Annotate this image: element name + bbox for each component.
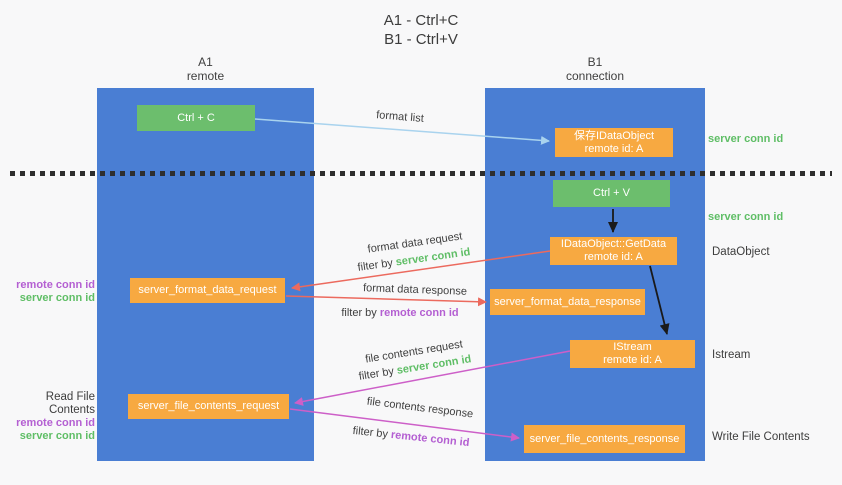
dotted-separator: [10, 171, 832, 176]
diagram-title: A1 - Ctrl+C B1 - Ctrl+V: [0, 11, 842, 49]
node-getdata: IDataObject::GetData remote id: A: [550, 237, 677, 265]
node-ctrl-c: Ctrl + C: [137, 105, 255, 131]
title-line-2: B1 - Ctrl+V: [384, 31, 458, 48]
node-getdata-line1: IDataObject::GetData: [560, 238, 667, 250]
annotation-server-conn-id-mid: server conn id: [708, 211, 784, 223]
node-format-request-label: server_format_data_request: [138, 284, 277, 296]
lane-b1-name: B1: [587, 55, 603, 69]
lane-a1-subtitle: remote: [186, 69, 225, 83]
node-istream-line1: IStream: [613, 341, 652, 353]
annotation-group-conn-ids-top: remote conn id server conn id: [0, 279, 95, 305]
node-ctrl-v: Ctrl + V: [553, 180, 670, 207]
node-server-file-contents-response: server_file_contents_response: [524, 425, 685, 453]
lane-b1-subtitle: connection: [565, 69, 625, 83]
edge-label-file-contents-response: file contents response: [366, 395, 474, 421]
lane-header-a1: A1 remote: [97, 55, 314, 83]
edge-label-format-data-response: format data response: [362, 282, 468, 298]
node-server-file-contents-request: server_file_contents_request: [128, 394, 289, 419]
node-istream-line2: remote id: A: [603, 354, 662, 366]
node-ctrl-v-label: Ctrl + V: [593, 187, 630, 199]
filter-prefix: filter by: [356, 257, 394, 274]
edge-label-format-list: format list: [375, 109, 425, 125]
annotation-group-read-file: Read File Contents remote conn id server…: [0, 391, 95, 443]
annotation-dataobject: DataObject: [712, 246, 770, 258]
node-ctrl-c-label: Ctrl + C: [177, 111, 215, 124]
annotation-server-conn-id-top: server conn id: [708, 133, 784, 145]
annotation-istream: Istream: [712, 349, 751, 361]
filter-key-remote-conn-id: remote conn id: [379, 307, 459, 319]
node-istream: IStream remote id: A: [570, 340, 695, 368]
annotation-remote-conn-id-top: remote conn id: [16, 279, 95, 291]
filter-prefix: filter by: [352, 424, 389, 441]
node-save-dataobject-line2: remote id: A: [584, 142, 644, 155]
node-server-format-data-response: server_format_data_response: [490, 289, 645, 315]
annotation-server-conn-id-left-top: server conn id: [19, 292, 95, 304]
node-format-response-label: server_format_data_response: [494, 295, 641, 308]
annotation-write-file-contents: Write File Contents: [712, 431, 810, 443]
annotation-read-file-contents: Read File Contents: [45, 391, 95, 416]
filter-key-remote-conn-id: remote conn id: [390, 428, 470, 450]
filter-prefix: filter by: [357, 365, 395, 383]
filter-prefix: filter by: [341, 307, 377, 319]
node-file-request-label: server_file_contents_request: [137, 400, 280, 412]
annotation-server-conn-id-left-bottom: server conn id: [19, 430, 95, 442]
node-save-dataobject: 保存IDataObject remote id: A: [555, 128, 673, 157]
node-server-format-data-request: server_format_data_request: [130, 278, 285, 303]
annotation-remote-conn-id-bottom: remote conn id: [16, 417, 95, 429]
title-line-1: A1 - Ctrl+C: [383, 12, 459, 29]
node-getdata-line2: remote id: A: [584, 251, 643, 263]
node-file-response-label: server_file_contents_response: [529, 432, 680, 445]
lane-a1-name: A1: [198, 55, 213, 69]
lane-header-b1: B1 connection: [485, 55, 705, 83]
node-save-dataobject-line1: 保存IDataObject: [573, 129, 655, 142]
